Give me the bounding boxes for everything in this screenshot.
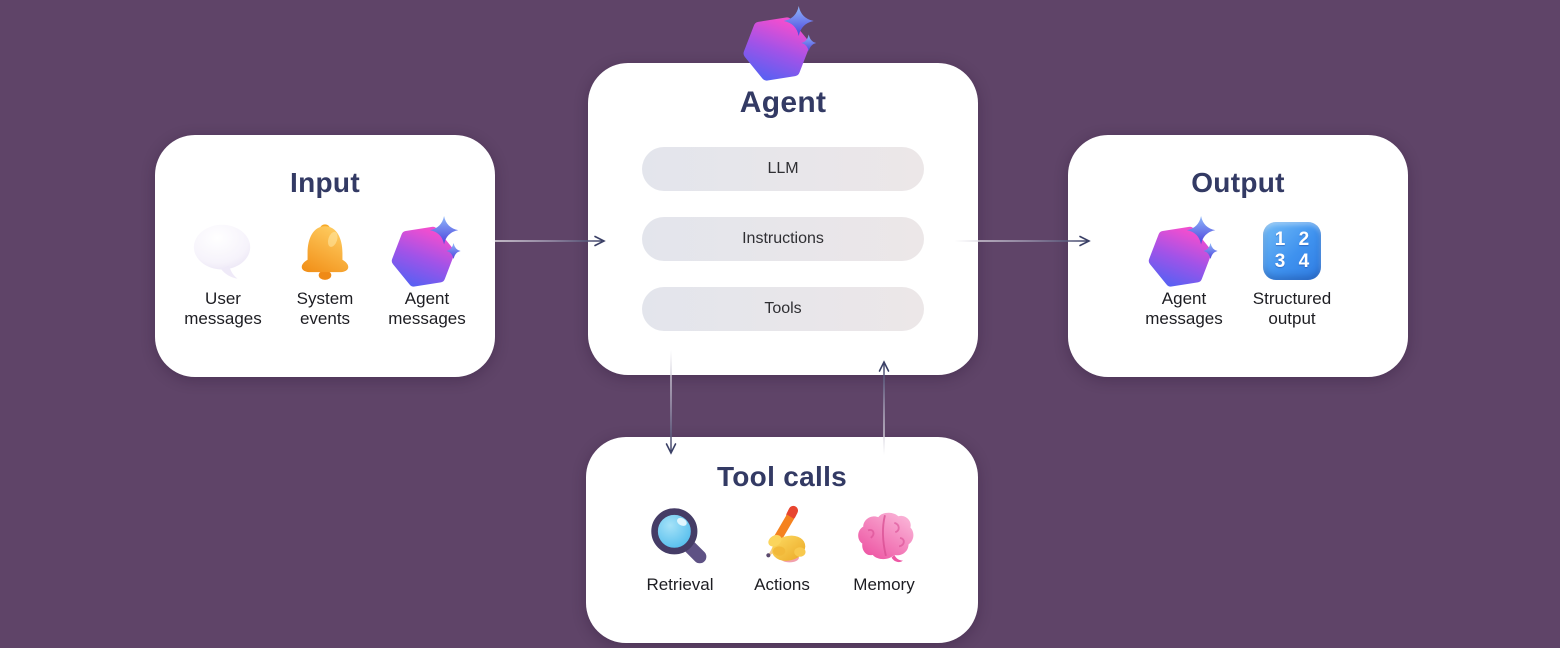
input-item-user-messages: User messages [172, 215, 274, 330]
tool-calls-item-actions: Actions [731, 503, 833, 595]
magnifier-icon [648, 503, 712, 569]
input-item-system-events: System events [274, 215, 376, 330]
input-card-title: Input [290, 167, 360, 198]
output-card: Output Agent messages 1 2 3 4 Structured… [1068, 135, 1408, 377]
output-items-row: Agent messages 1 2 3 4 Structured output [1068, 215, 1408, 330]
output-item-label: Agent messages [1145, 289, 1223, 329]
speech-bubble-icon [190, 215, 256, 287]
tool-calls-card: Tool calls Retrieval Actions Memory [586, 437, 978, 643]
agent-hexagon-icon [1148, 215, 1220, 287]
agent-hexagon-icon [743, 3, 819, 83]
bell-icon [294, 215, 356, 287]
output-item-agent-messages: Agent messages [1130, 215, 1238, 330]
input-item-label: Agent messages [388, 289, 466, 329]
brain-icon [851, 503, 917, 569]
input-item-label: System events [296, 289, 354, 329]
tool-calls-item-retrieval: Retrieval [629, 503, 731, 595]
tool-calls-items-row: Retrieval Actions Memory [586, 503, 978, 595]
numbers-icon-row1: 1 2 [1274, 229, 1314, 251]
agent-card: Agent LLM Instructions Tools [588, 63, 978, 375]
tool-calls-card-title: Tool calls [716, 461, 848, 492]
output-card-title: Output [1191, 167, 1285, 198]
tool-calls-item-label: Memory [853, 575, 915, 594]
pill-tools: Tools [642, 287, 924, 331]
pill-llm: LLM [642, 147, 924, 191]
output-item-structured-output: 1 2 3 4 Structured output [1238, 215, 1346, 330]
numbers-icon-row2: 3 4 [1274, 251, 1314, 272]
writing-hand-icon [750, 503, 814, 569]
agent-card-title: Agent [739, 86, 827, 119]
input-items-row: User messages System events Agent messag… [155, 215, 495, 330]
tool-calls-item-memory: Memory [833, 503, 935, 595]
input-item-agent-messages: Agent messages [376, 215, 478, 330]
output-item-label: Structured output [1252, 289, 1332, 329]
numbers-icon: 1 2 3 4 [1263, 215, 1321, 287]
input-item-label: User messages [184, 289, 262, 329]
arrow-input-to-agent [490, 235, 606, 247]
tool-calls-item-label: Actions [754, 575, 810, 594]
input-card: Input User messages System events Agent … [155, 135, 495, 377]
tool-calls-item-label: Retrieval [646, 575, 714, 594]
pill-instructions: Instructions [642, 217, 924, 261]
agent-hexagon-icon [391, 215, 463, 287]
